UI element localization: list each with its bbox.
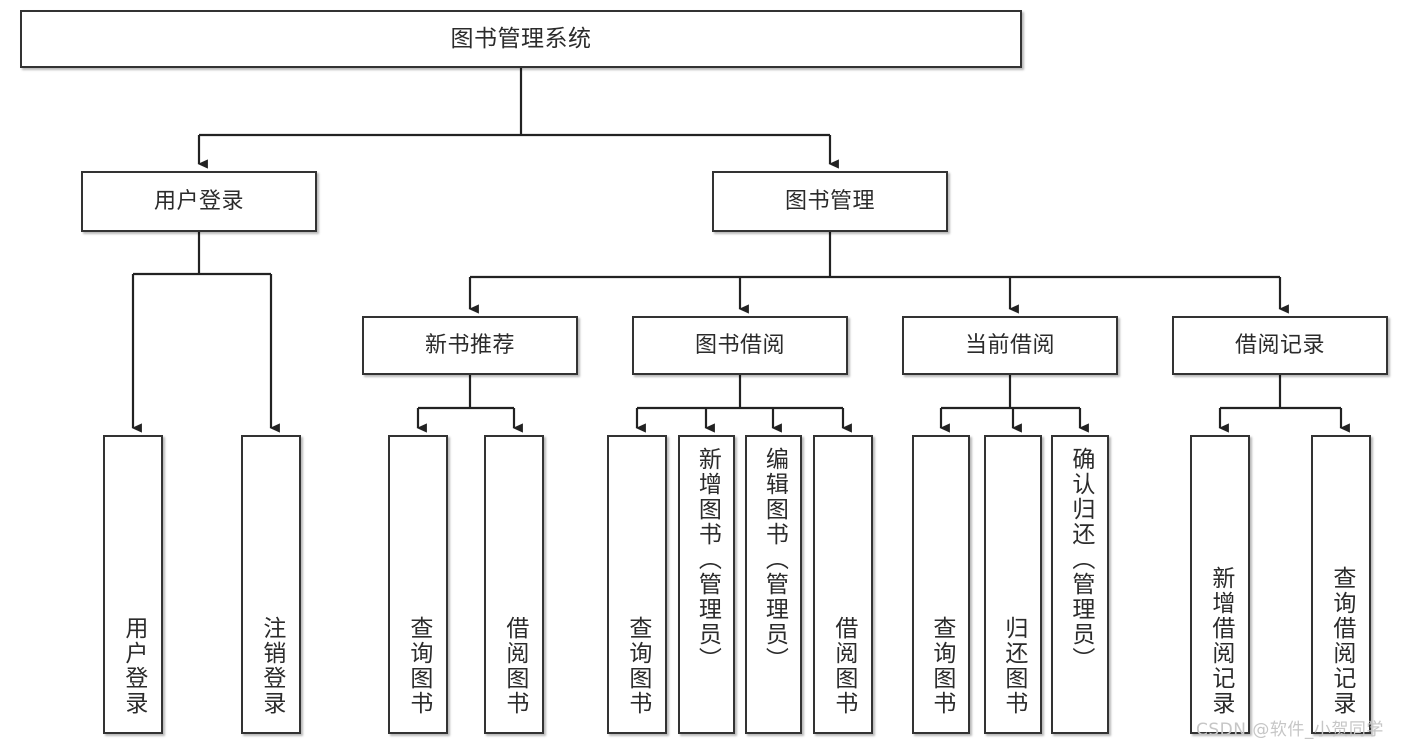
leaf-query-borrow-record[interactable]: 查询借阅记录 bbox=[1311, 435, 1371, 734]
leaf-return-book[interactable]: 归还图书 bbox=[984, 435, 1042, 734]
node-root-system[interactable]: 图书管理系统 bbox=[20, 10, 1022, 68]
node-label: 用户登录 bbox=[120, 616, 147, 716]
leaf-confirm-return-admin[interactable]: 确认归还（管理员） bbox=[1051, 435, 1109, 734]
node-label: 当前借阅 bbox=[964, 332, 1055, 358]
node-label: 图书管理 bbox=[784, 188, 875, 214]
node-label: 借阅图书 bbox=[830, 616, 857, 716]
leaf-query-book-new[interactable]: 查询图书 bbox=[388, 435, 448, 734]
node-label: 查询图书 bbox=[624, 616, 651, 716]
node-label: 借阅图书 bbox=[501, 616, 528, 716]
node-label: 查询图书 bbox=[405, 616, 432, 716]
leaf-edit-book-admin[interactable]: 编辑图书（管理员） bbox=[745, 435, 802, 734]
leaf-borrow-book-new[interactable]: 借阅图书 bbox=[484, 435, 544, 734]
node-label: 归还图书 bbox=[1000, 616, 1027, 716]
leaf-add-borrow-record[interactable]: 新增借阅记录 bbox=[1190, 435, 1250, 734]
node-new-book-recommend[interactable]: 新书推荐 bbox=[362, 316, 578, 375]
node-borrow-record[interactable]: 借阅记录 bbox=[1172, 316, 1388, 375]
node-book-management[interactable]: 图书管理 bbox=[712, 171, 948, 232]
node-label: 编辑图书（管理员） bbox=[761, 447, 788, 672]
node-label: 借阅记录 bbox=[1234, 332, 1325, 358]
node-label: 新书推荐 bbox=[424, 332, 515, 358]
leaf-logout[interactable]: 注销登录 bbox=[241, 435, 301, 734]
node-label: 新增图书（管理员） bbox=[694, 447, 721, 672]
leaf-borrow-book[interactable]: 借阅图书 bbox=[813, 435, 873, 734]
node-user-login[interactable]: 用户登录 bbox=[81, 171, 317, 232]
node-label: 查询图书 bbox=[928, 616, 955, 716]
node-label: 图书借阅 bbox=[694, 332, 785, 358]
node-book-borrow[interactable]: 图书借阅 bbox=[632, 316, 848, 375]
leaf-user-login[interactable]: 用户登录 bbox=[103, 435, 163, 734]
leaf-query-book-current[interactable]: 查询图书 bbox=[912, 435, 970, 734]
node-label: 用户登录 bbox=[153, 188, 244, 214]
leaf-add-book-admin[interactable]: 新增图书（管理员） bbox=[678, 435, 735, 734]
node-label: 图书管理系统 bbox=[450, 25, 592, 52]
node-label: 查询借阅记录 bbox=[1328, 566, 1355, 716]
node-label: 新增借阅记录 bbox=[1207, 566, 1234, 716]
node-label: 注销登录 bbox=[258, 616, 285, 716]
node-label: 确认归还（管理员） bbox=[1067, 447, 1094, 672]
node-current-borrow[interactable]: 当前借阅 bbox=[902, 316, 1118, 375]
leaf-query-book[interactable]: 查询图书 bbox=[607, 435, 667, 734]
